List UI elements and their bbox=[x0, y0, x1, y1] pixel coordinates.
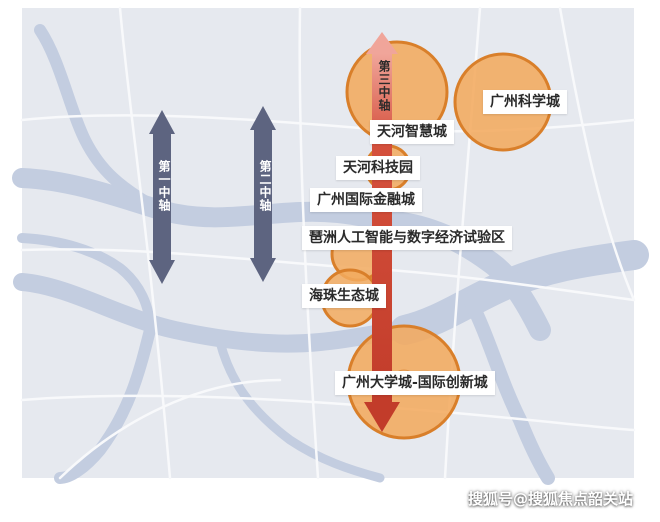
axis-1-arrow bbox=[149, 110, 175, 284]
river-southeast-branch bbox=[463, 293, 555, 485]
place-label-pazhou-ai-zone: 琶洲人工智能与数字经济试验区 bbox=[302, 226, 512, 250]
river-main-west bbox=[12, 168, 405, 232]
place-label-guangzhou-financial-city: 广州国际金融城 bbox=[310, 188, 422, 212]
axis-2-label: 第二中轴 bbox=[258, 160, 272, 212]
place-label-guangzhou-science-city: 广州科学城 bbox=[483, 90, 567, 114]
river-front-channel bbox=[13, 273, 414, 353]
axis-2-arrow bbox=[250, 106, 276, 282]
axis-3-label: 第三中轴 bbox=[377, 60, 391, 112]
place-label-university-town: 广州大学城-国际创新城 bbox=[335, 371, 495, 395]
river-north-branch bbox=[34, 24, 166, 216]
axis-1-label: 第一中轴 bbox=[157, 160, 171, 212]
river-west-branch bbox=[17, 233, 155, 335]
place-label-tianhe-smart-city: 天河智慧城 bbox=[370, 120, 454, 144]
river-south-channel bbox=[215, 337, 385, 483]
watermark: 搜狐号@搜狐焦点韶关站 bbox=[468, 490, 634, 508]
place-label-tianhe-tech-park: 天河科技园 bbox=[336, 156, 420, 180]
place-label-haizhu-eco-city: 海珠生态城 bbox=[302, 284, 386, 308]
